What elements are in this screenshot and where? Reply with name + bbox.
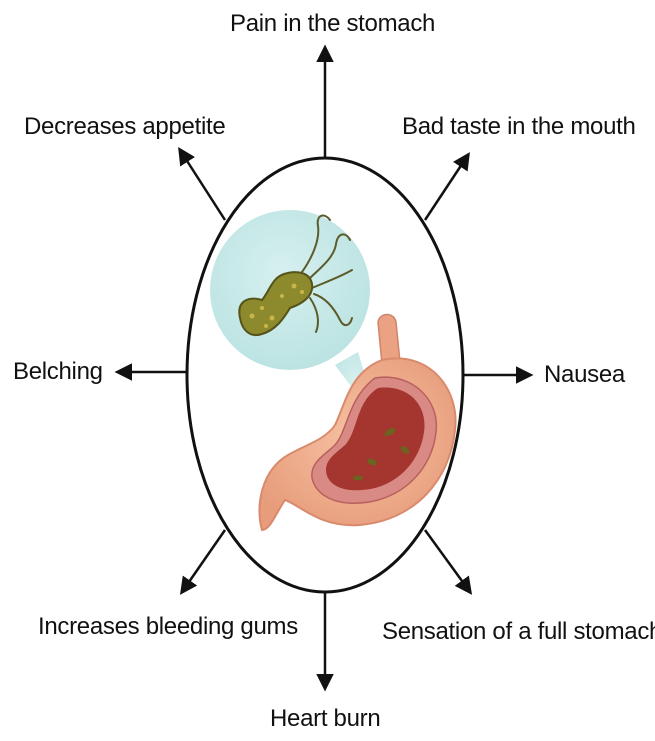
label-heart-burn: Heart burn xyxy=(270,707,380,731)
label-decreases-appetite: Decreases appetite xyxy=(24,115,225,139)
label-sensation-of-a-full-stomach: Sensation of a full stomach xyxy=(382,620,655,644)
arrow-bottom-right xyxy=(425,530,470,592)
label-nausea: Nausea xyxy=(544,363,625,387)
arrow-bottom-left xyxy=(182,530,225,592)
label-bad-taste-in-the-mouth: Bad taste in the mouth xyxy=(402,115,636,139)
arrow-top-right xyxy=(425,155,468,220)
label-increases-bleeding-gums: Increases bleeding gums xyxy=(38,615,298,639)
label-belching: Belching xyxy=(13,360,103,384)
arrow-top-left xyxy=(180,150,225,220)
label-pain-in-the-stomach: Pain in the stomach xyxy=(230,12,435,36)
